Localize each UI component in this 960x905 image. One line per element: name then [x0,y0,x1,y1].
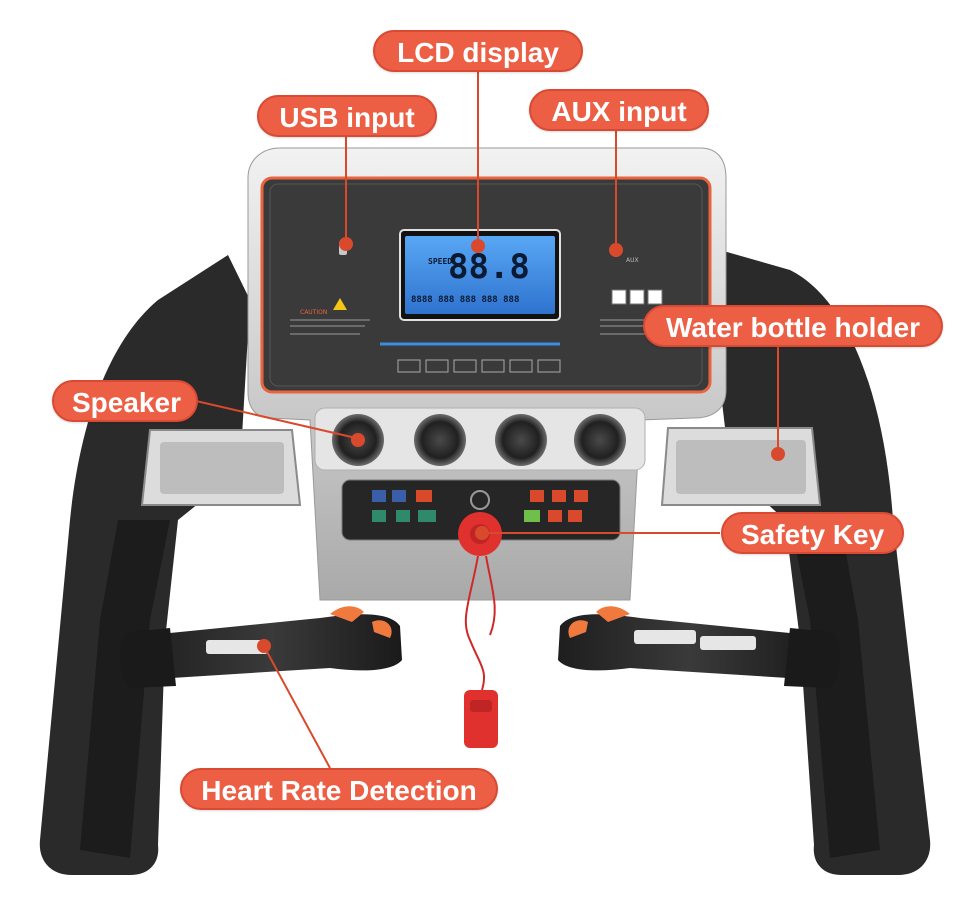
control-button [568,510,582,522]
center-logo-icon [470,490,490,510]
control-button [416,490,432,502]
right-pulse-sensor [700,636,756,650]
usb-input-callout: USB input [257,95,437,137]
left-upright-front [80,520,170,858]
safety-key-callout: Safety Key [721,512,904,554]
lcd-speed-label: SPEED [428,257,452,266]
control-button [372,510,386,522]
left-pulse-sensor [206,640,268,654]
program-tile [509,359,533,373]
speaker-callout: Speaker [52,380,198,422]
program-icon [647,289,663,305]
right-grip-button [596,606,630,622]
right-upright-front [790,520,880,858]
program-icon [611,289,627,305]
control-button [396,510,410,522]
safety-clip [464,690,498,748]
left-grip-button [372,620,392,638]
control-button [530,490,544,502]
program-tile [397,359,421,373]
left-handlebar [140,614,402,680]
right-grip-button [568,620,588,638]
control-button [574,490,588,502]
program-tile [453,359,477,373]
program-tile [425,359,449,373]
program-tile [481,359,505,373]
program-icon [629,289,645,305]
aux-input-callout: AUX input [529,89,709,131]
control-button [524,510,540,522]
lcd-small-digits: 8888 888 888 888 888 [411,295,519,305]
speaker-icon [495,414,547,466]
control-button [552,490,566,502]
right-handlebar [558,614,820,680]
control-button [392,490,406,502]
lcd-speed-digits: 88.8 [448,247,530,287]
caution-title: CAUTION [300,309,327,316]
control-button [372,490,386,502]
lcd-screen [405,236,555,314]
heart-rate-detection-callout: Heart Rate Detection [180,768,498,810]
speaker-icon [414,414,466,466]
speaker-icon [574,414,626,466]
speaker-bar [314,407,646,471]
control-button [418,510,436,522]
lcd-display-callout: LCD display [373,30,583,72]
right-pulse-sensor [634,630,696,644]
program-tile [537,359,561,373]
aux-port-label: AUX [626,257,639,264]
caution-warning-icon [333,298,347,310]
safety-cord [464,555,486,691]
control-button [548,510,562,522]
left-grip-button [330,606,364,622]
water-bottle-holder-callout: Water bottle holder [643,305,943,347]
